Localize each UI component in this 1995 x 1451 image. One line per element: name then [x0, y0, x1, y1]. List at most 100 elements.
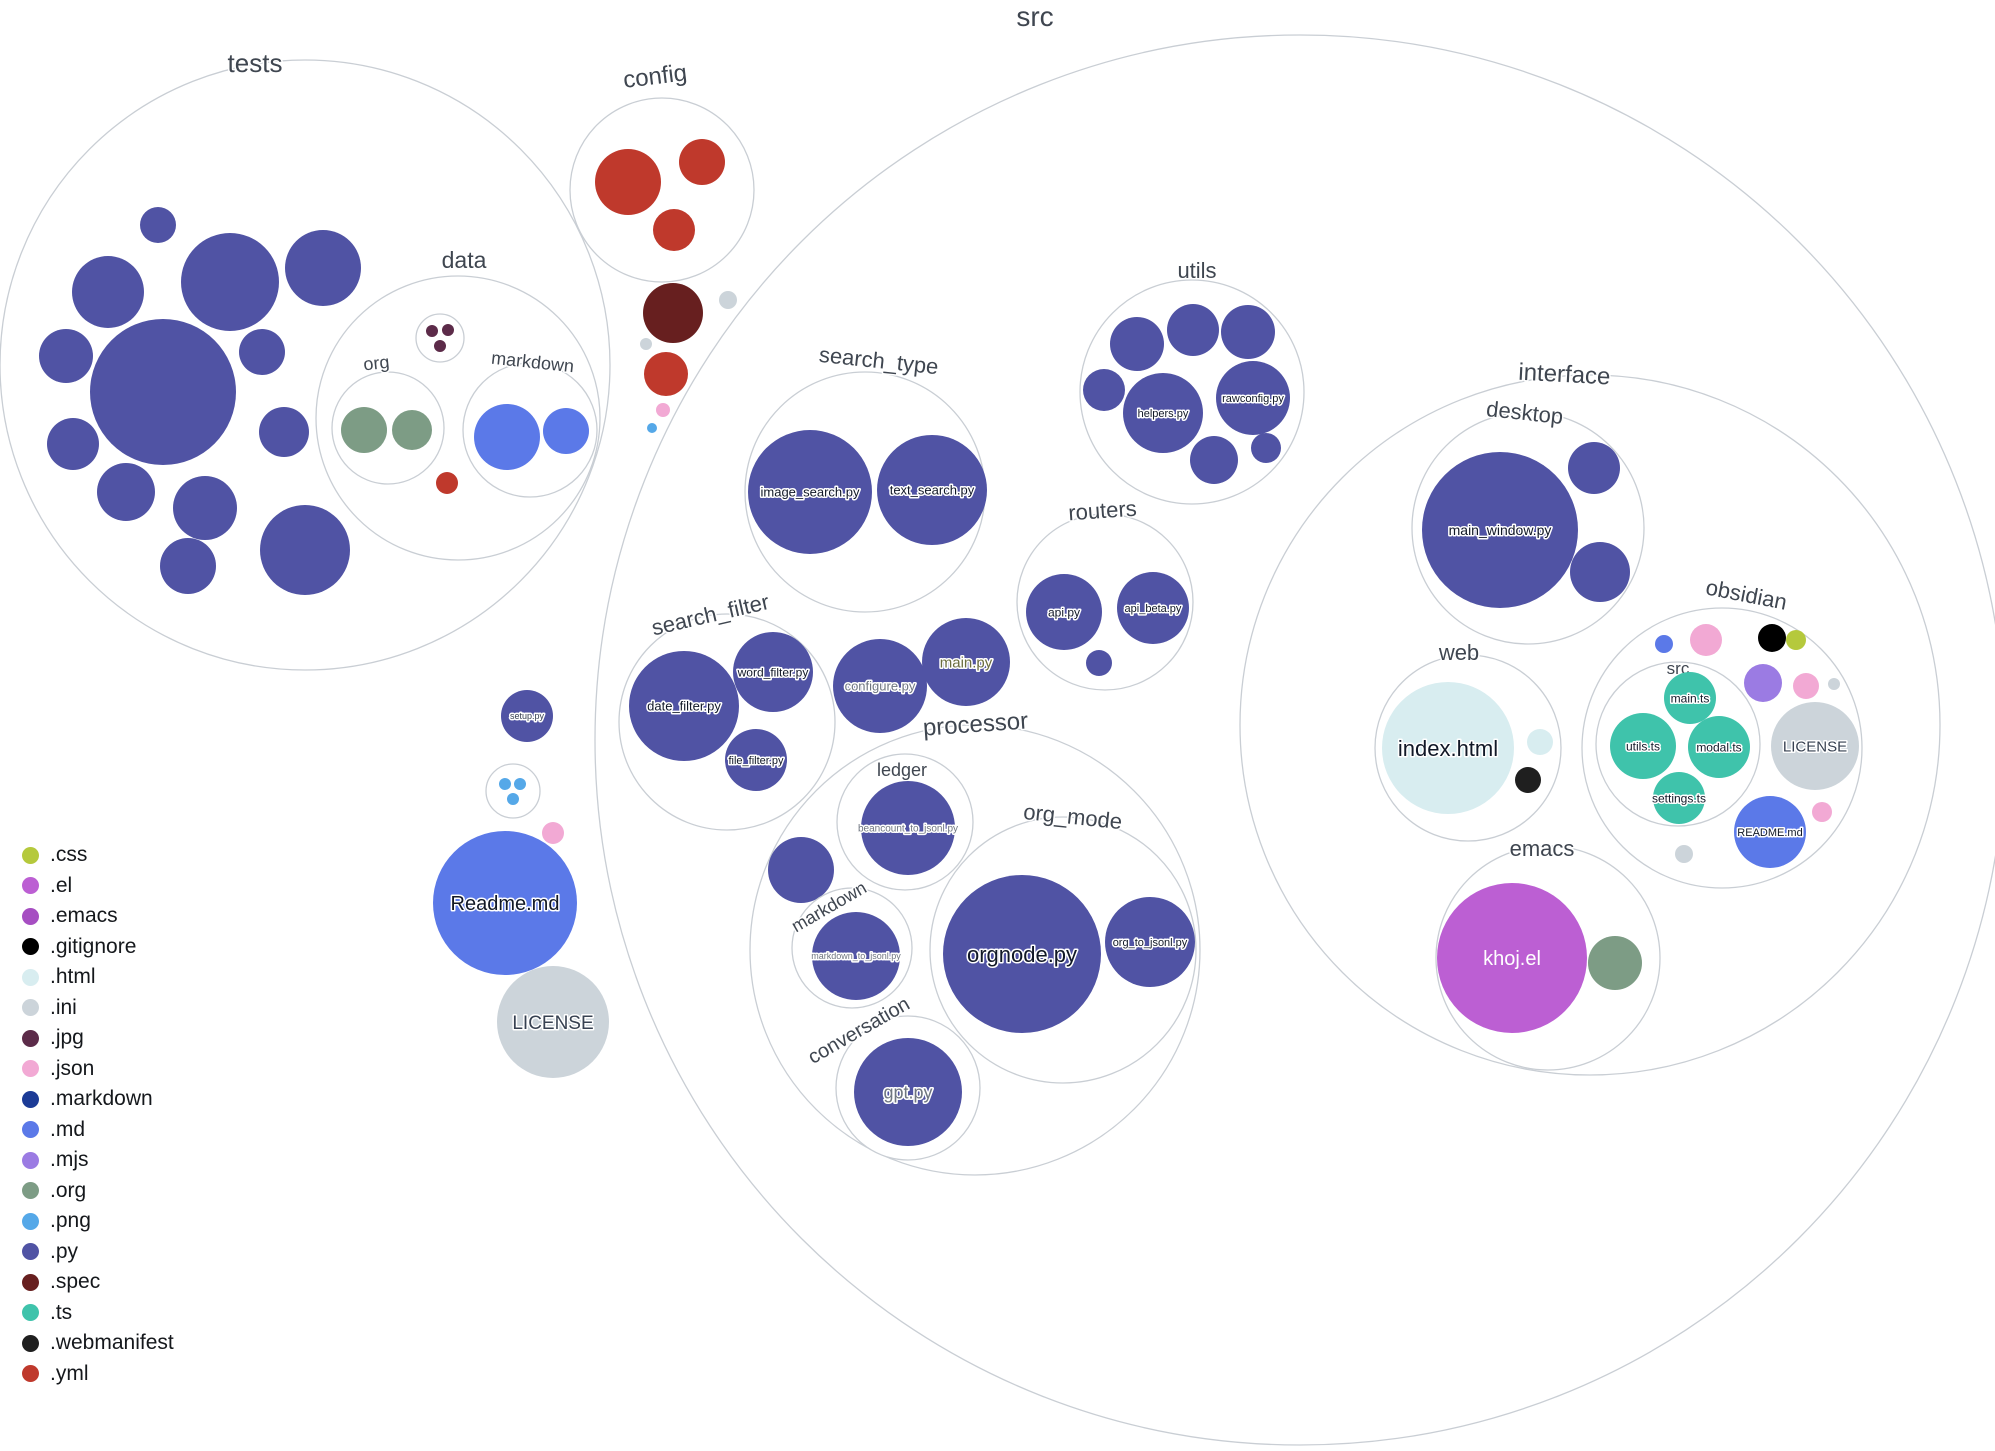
file-circle: [1568, 442, 1620, 494]
legend-label-webmanifest: .webmanifest: [50, 1331, 174, 1355]
folder-label-utils: utils: [1177, 258, 1216, 283]
folder-label-config: config: [622, 59, 689, 94]
legend-color-dot-yml: [22, 1365, 39, 1383]
file-circle: [768, 837, 834, 903]
file-circle: [640, 338, 652, 350]
file-circle-org-to-jsonl-py: [1105, 897, 1195, 987]
legend-item-webmanifest: .webmanifest: [22, 1328, 174, 1359]
folder-circle: [485, 763, 541, 819]
file-circle-configure-py: [833, 639, 927, 733]
file-circle: [72, 256, 144, 328]
legend-color-dot-md: [22, 1121, 39, 1139]
file-circle: [239, 329, 285, 375]
legend-label-org: .org: [50, 1178, 87, 1202]
file-label-settings-ts: settings.ts: [1652, 791, 1706, 805]
file-circle: [679, 139, 725, 185]
folder-circle-src: [1595, 661, 1761, 827]
file-circle-modal-ts: [1688, 716, 1750, 778]
file-circle: [1758, 624, 1786, 652]
file-label-modal-ts: modal.ts: [1696, 740, 1741, 754]
file-label-api-py: api.py: [1048, 605, 1080, 619]
file-circle: [285, 230, 361, 306]
file-circle: [90, 319, 236, 465]
legend-color-dot-el: [22, 877, 39, 895]
legend-label-el: .el: [50, 873, 73, 897]
folder-label-interface: interface: [1518, 359, 1611, 391]
file-circle: [1086, 650, 1112, 676]
file-circle: [514, 778, 526, 790]
file-circle-index-html: [1382, 682, 1514, 814]
legend-item-py: .py: [22, 1237, 174, 1268]
file-circle: [719, 291, 737, 309]
file-label-beancount-to-jsonl-py: beancount_to_jsonl.py: [858, 824, 958, 835]
legend-item-css: .css: [22, 840, 174, 871]
file-circle: [160, 538, 216, 594]
file-circle-file-filter-py: [725, 729, 787, 791]
legend-label-ts: .ts: [50, 1300, 73, 1324]
file-circle-license: [1771, 702, 1859, 790]
file-label-gpt-py: gpt.py: [883, 1082, 932, 1102]
file-circle: [647, 423, 657, 433]
file-circle: [1655, 635, 1673, 653]
legend-item-ini: .ini: [22, 993, 174, 1024]
file-label-readme-md: README.md: [1737, 827, 1802, 839]
folder-circle: [415, 313, 465, 363]
file-label-readme-md: Readme.md: [451, 893, 560, 915]
file-circle-khoj-el: [1437, 883, 1587, 1033]
folder-label-org: org: [362, 352, 390, 375]
extension-legend: .css.el.emacs.gitignore.html.ini.jpg.jso…: [22, 840, 174, 1389]
file-circle-license: [497, 966, 609, 1078]
file-circle: [499, 778, 511, 790]
file-label-image-search-py: image_search.py: [761, 485, 860, 500]
legend-label-jpg: .jpg: [50, 1026, 84, 1050]
legend-label-mjs: .mjs: [50, 1148, 89, 1172]
file-circle: [1221, 305, 1275, 359]
file-label-file-filter-py: file_filter.py: [728, 755, 784, 767]
file-label-license: LICENSE: [1783, 738, 1847, 755]
file-circle: [1786, 630, 1806, 650]
file-circle-api-py: [1026, 574, 1102, 650]
file-label-main-py: main.py: [940, 654, 993, 671]
file-circle: [1793, 673, 1819, 699]
legend-color-dot-json: [22, 1060, 39, 1078]
legend-color-dot-ts: [22, 1304, 39, 1322]
file-circle: [181, 233, 279, 331]
file-label-index-html: index.html: [1398, 736, 1498, 761]
file-circle: [47, 418, 99, 470]
legend-color-dot-markdown: [22, 1090, 39, 1108]
file-circle: [260, 505, 350, 595]
file-circle: [39, 329, 93, 383]
legend-color-dot-png: [22, 1212, 39, 1230]
legend-item-gitignore: .gitignore: [22, 932, 174, 963]
file-circle-settings-ts: [1653, 772, 1705, 824]
file-circle-word-filter-py: [733, 632, 813, 712]
file-label-orgnode-py: orgnode.py: [967, 942, 1077, 967]
legend-color-dot-html: [22, 968, 39, 986]
file-circle-image-search-py: [748, 430, 872, 554]
file-circle: [442, 324, 454, 336]
folder-label-data: data: [442, 247, 487, 273]
file-circle-main-window-py: [1422, 452, 1578, 608]
file-circle-helpers-py: [1123, 373, 1203, 453]
file-circle: [426, 325, 438, 337]
folder-label-emacs: emacs: [1510, 836, 1575, 861]
file-label-rawconfig-py: rawconfig.py: [1222, 393, 1284, 405]
legend-item-org: .org: [22, 1176, 174, 1207]
file-circle: [1744, 664, 1782, 702]
file-circle-api-beta-py: [1117, 572, 1189, 644]
file-circle: [434, 340, 446, 352]
legend-label-html: .html: [50, 965, 96, 989]
file-circle: [1690, 624, 1722, 656]
legend-label-yml: .yml: [50, 1361, 89, 1385]
legend-color-dot-ini: [22, 999, 39, 1017]
legend-item-yml: .yml: [22, 1359, 174, 1390]
file-circle: [259, 407, 309, 457]
legend-item-mjs: .mjs: [22, 1145, 174, 1176]
file-label-utils-ts: utils.ts: [1626, 739, 1660, 753]
folder-label-routers: routers: [1067, 496, 1137, 526]
file-circle: [97, 463, 155, 521]
file-circle: [140, 207, 176, 243]
legend-item-ts: .ts: [22, 1298, 174, 1329]
file-label-api-beta-py: api_beta.py: [1125, 603, 1182, 615]
